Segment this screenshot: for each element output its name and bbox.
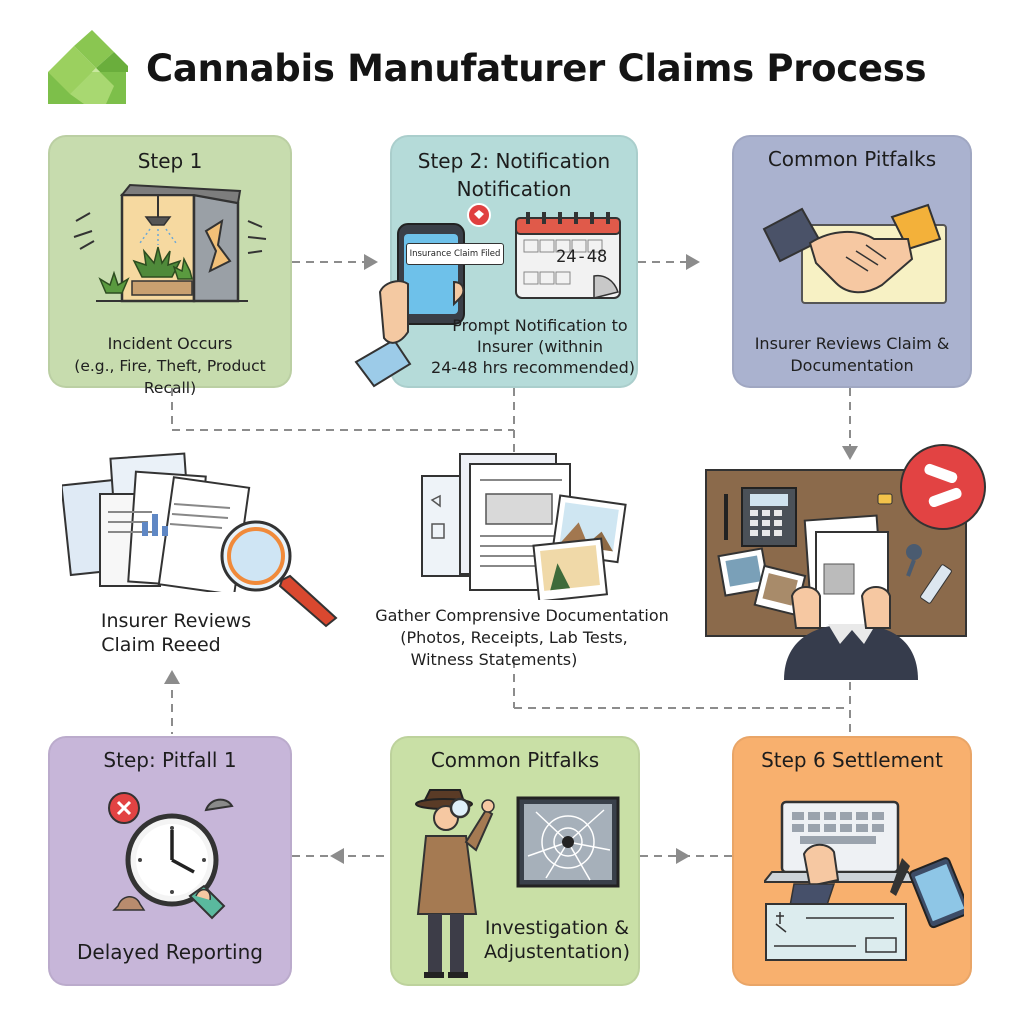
alarm-clock-icon	[108, 792, 234, 920]
card-common-pitfalls-bottom: Common Pitfalks Investigation & A	[390, 736, 640, 986]
card-title: Common Pitfalks	[767, 147, 937, 171]
alert-icon	[900, 444, 986, 530]
check-icon	[774, 912, 897, 953]
arrow-up-icon	[164, 670, 180, 684]
card-title: Step 2: Notification	[417, 149, 611, 173]
greenhouse-icon	[73, 183, 267, 303]
broken-glass-icon	[516, 796, 620, 888]
card-pitfall-1: Step: Pitfall 1 Delayed Reporting	[48, 736, 292, 986]
handshake-icon	[762, 203, 947, 304]
card-text-line: Investigation &	[484, 917, 630, 939]
card-text-line: Insurer Reviews Claim &	[754, 334, 950, 353]
arrow-down-icon	[842, 446, 858, 460]
gather-label-line: Witness Statements)	[410, 650, 578, 669]
card-common-pitfalls-top: Common Pitfalks Insurer Reviews Claim & …	[732, 135, 972, 388]
card-text-line: Incident Occurs	[107, 334, 233, 353]
card-title: Step 1	[137, 149, 203, 173]
card-text-line: Adjustentation)	[483, 941, 631, 963]
reviews-label-line: Insurer Reviews	[100, 610, 252, 632]
step-2-text-line: 24-48 hrs recommended)	[431, 358, 635, 377]
card-text-line: (e.g., Fire, Theft, Product Recall)	[74, 357, 266, 397]
arrow-right-icon	[686, 254, 700, 270]
logo-icon	[48, 30, 128, 104]
magnifier-icon	[220, 520, 338, 628]
header: Cannabis Manufaturer Claims Process	[44, 28, 926, 108]
calendar-icon	[515, 212, 621, 299]
phone-screen-label: Insurance Claim Filed	[406, 243, 504, 265]
card-text: Delayed Reporting	[77, 940, 263, 964]
step-2-text-line: Insurer (withnin	[477, 337, 603, 356]
card-step-6: Step 6 Settlement	[732, 736, 972, 986]
page-title: Cannabis Manufaturer Claims Process	[146, 46, 927, 90]
step-2-text-line: Prompt Notification to	[452, 316, 628, 335]
card-title: Common Pitfalks	[430, 748, 600, 772]
gather-label-line: Gather Comprensive Documentation	[375, 606, 669, 625]
alert-icon	[467, 203, 491, 227]
calendar-label: 24-48	[556, 247, 608, 267]
arrow-right-icon	[364, 254, 378, 270]
documents-icon	[62, 452, 251, 592]
card-text-line: Documentation	[790, 356, 914, 375]
card-title: Step 6 Settlement	[761, 748, 943, 772]
card-title: Step: Pitfall 1	[103, 748, 237, 772]
card-subtitle: Notification	[456, 177, 572, 201]
reviews-label-line: Claim Reeed	[101, 634, 221, 656]
detective-icon	[415, 789, 495, 978]
card-step-2: Step 2: Notification Notification	[390, 135, 638, 388]
arrow-left-icon	[330, 848, 344, 864]
photos-icon	[421, 453, 627, 600]
arrow-right-icon	[676, 848, 690, 864]
laptop-icon	[764, 800, 964, 961]
card-step-1: Step 1 Incident Occurs (e.g., Fire, Thef…	[48, 135, 292, 397]
gather-label-line: (Photos, Receipts, Lab Tests,	[400, 628, 628, 647]
